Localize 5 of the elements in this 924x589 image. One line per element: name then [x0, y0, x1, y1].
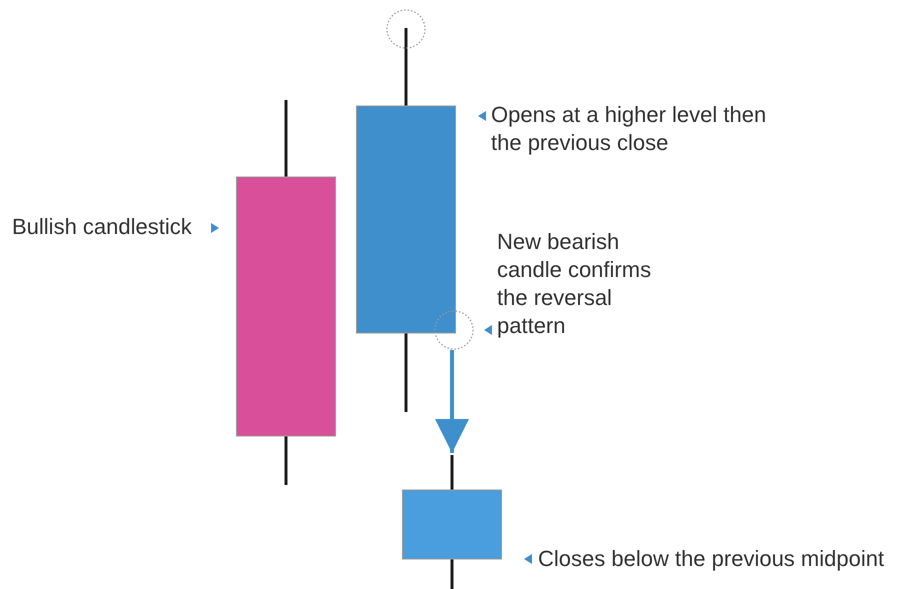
- caption-text: Closes below the previous midpoint: [538, 545, 886, 573]
- caption-text: Bullish candlestick: [12, 213, 193, 241]
- arrow: [435, 350, 469, 453]
- annotation-text: New bearish candle confirms the reversal pattern: [497, 228, 652, 340]
- caption-text: Opens at a higher level then the previous close: [491, 101, 768, 157]
